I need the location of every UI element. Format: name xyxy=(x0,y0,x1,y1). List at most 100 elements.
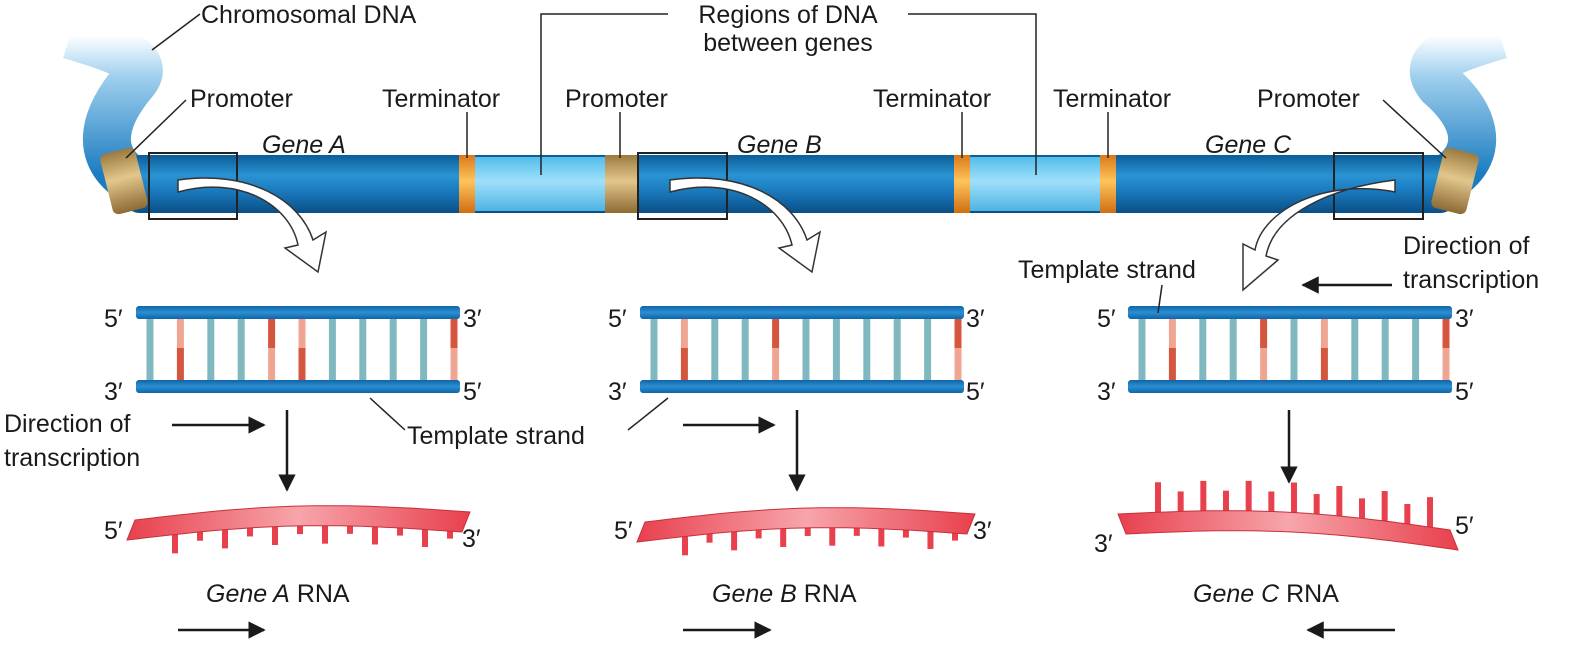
rna-a-base-2 xyxy=(222,520,228,549)
rna-a-ribbon xyxy=(126,505,471,541)
rna-molecules xyxy=(126,480,1459,556)
base-pair-a-6-top xyxy=(328,314,336,348)
rna-b-base-0 xyxy=(682,527,688,556)
end-a-top-left: 5′ xyxy=(104,305,123,333)
caption-rna-a: RNA xyxy=(296,580,350,608)
rna-b-base-8 xyxy=(878,518,885,547)
dna-double-strands xyxy=(136,306,1452,393)
label-direction-c-line1: Direction of xyxy=(1403,232,1530,260)
rna-b-base-4 xyxy=(780,518,787,547)
label-terminator-a: Terminator xyxy=(382,85,501,113)
rna-c-base-6 xyxy=(1291,482,1297,515)
rna-b-base-2 xyxy=(731,522,738,551)
base-pair-b-6-top xyxy=(832,314,840,348)
base-pair-c-4-bottom xyxy=(1260,348,1268,382)
base-pair-c-8-top xyxy=(1381,314,1389,348)
rna-c-base-1 xyxy=(1177,491,1184,514)
base-pair-a-9-top xyxy=(420,314,428,348)
rna-a-end-5: 5′ xyxy=(104,517,123,545)
rna-a-end-3: 3′ xyxy=(462,525,481,553)
double-strand-b xyxy=(640,306,964,393)
base-pair-b-2-bottom xyxy=(711,348,719,382)
base-pair-c-10-bottom xyxy=(1442,348,1450,382)
base-pair-b-7-bottom xyxy=(863,348,871,382)
double-strand-c xyxy=(1128,306,1452,393)
rna-b-ribbon xyxy=(636,507,976,543)
chromosome-tube xyxy=(125,155,1455,213)
label-gene-b: Gene B xyxy=(737,131,822,159)
base-pair-c-2-bottom xyxy=(1199,348,1207,382)
rna-c-ribbon xyxy=(1117,510,1459,551)
base-pair-a-3-top xyxy=(237,314,245,348)
base-pair-a-3-bottom xyxy=(237,348,245,382)
promoter-band-a xyxy=(100,147,148,215)
base-pair-c-5-bottom xyxy=(1290,348,1298,382)
strand-a-bottom xyxy=(136,380,460,393)
label-direction-a-line2: transcription xyxy=(4,444,141,472)
base-pair-b-10-bottom xyxy=(954,348,962,382)
label-chromosomal-dna: Chromosomal DNA xyxy=(201,1,417,29)
leader-template-a xyxy=(369,397,406,431)
chromosome-right-tail xyxy=(1409,12,1507,195)
base-pair-b-2-top xyxy=(711,314,719,348)
promoter-band-c xyxy=(1431,147,1479,215)
label-gene-a: Gene A xyxy=(262,131,346,159)
base-pair-a-2-top xyxy=(207,314,215,348)
rna-a-base-8 xyxy=(372,516,378,545)
strand-a-top xyxy=(136,306,460,319)
rna-c-base-3 xyxy=(1223,490,1229,513)
rna-c xyxy=(1117,480,1459,551)
label-terminator-b: Terminator xyxy=(873,85,992,113)
base-pair-a-0-top xyxy=(146,314,154,348)
base-pair-c-7-bottom xyxy=(1351,348,1359,382)
rna-a xyxy=(126,505,471,554)
label-promoter-b: Promoter xyxy=(565,85,668,113)
base-pair-b-1-top xyxy=(680,314,688,348)
caption-gene-c-rna: Gene C RNA xyxy=(1193,580,1339,608)
base-pair-c-2-top xyxy=(1199,314,1207,348)
base-pair-a-2-bottom xyxy=(207,348,215,382)
base-pair-c-9-top xyxy=(1412,314,1420,348)
zoom-box-c xyxy=(1333,152,1424,220)
caption-rna-c: RNA xyxy=(1286,580,1339,608)
label-direction-c: Direction of transcription xyxy=(1403,232,1539,294)
end-c-bottom-left: 3′ xyxy=(1097,378,1116,406)
base-pair-a-0-bottom xyxy=(146,348,154,382)
rna-b-base-10 xyxy=(927,520,934,549)
rna-c-base-7 xyxy=(1313,494,1320,517)
base-pair-b-5-top xyxy=(802,314,810,348)
base-pair-b-0-top xyxy=(650,314,658,348)
rna-c-end-3: 3′ xyxy=(1094,530,1113,558)
double-strand-a xyxy=(136,306,460,393)
terminator-band-a xyxy=(459,155,475,213)
base-pair-b-3-bottom xyxy=(741,348,749,382)
base-pair-b-10-top xyxy=(954,314,962,348)
caption-gene-a: Gene A xyxy=(206,580,290,608)
leader-chromosomal-dna xyxy=(151,13,201,51)
base-pair-c-4-top xyxy=(1260,314,1268,348)
base-pair-b-7-top xyxy=(863,314,871,348)
base-pair-a-6-bottom xyxy=(328,348,336,382)
base-pair-b-8-bottom xyxy=(893,348,901,382)
leader-template-c xyxy=(1157,284,1163,314)
rna-b-end-5: 5′ xyxy=(614,517,633,545)
caption-gene-b: Gene B xyxy=(712,580,797,608)
rna-c-base-11 xyxy=(1404,504,1411,527)
rna-b-end-3: 3′ xyxy=(973,517,992,545)
base-pair-b-5-bottom xyxy=(802,348,810,382)
label-terminator-c: Terminator xyxy=(1053,85,1172,113)
base-pair-c-1-top xyxy=(1168,314,1176,348)
base-pair-a-8-top xyxy=(389,314,397,348)
label-promoter-c: Promoter xyxy=(1257,85,1360,113)
base-pair-c-10-top xyxy=(1442,314,1450,348)
end-c-bottom-right: 5′ xyxy=(1455,378,1474,406)
promoter-band-b xyxy=(605,155,637,213)
intergenic-region-1 xyxy=(474,157,606,211)
end-b-bottom-left: 3′ xyxy=(608,378,627,406)
rna-a-base-6 xyxy=(322,515,328,544)
label-template-strand-ab: Template strand xyxy=(407,422,585,450)
strand-b-bottom xyxy=(640,380,964,393)
base-pair-a-4-bottom xyxy=(268,348,276,382)
rna-a-base-0 xyxy=(172,525,178,554)
